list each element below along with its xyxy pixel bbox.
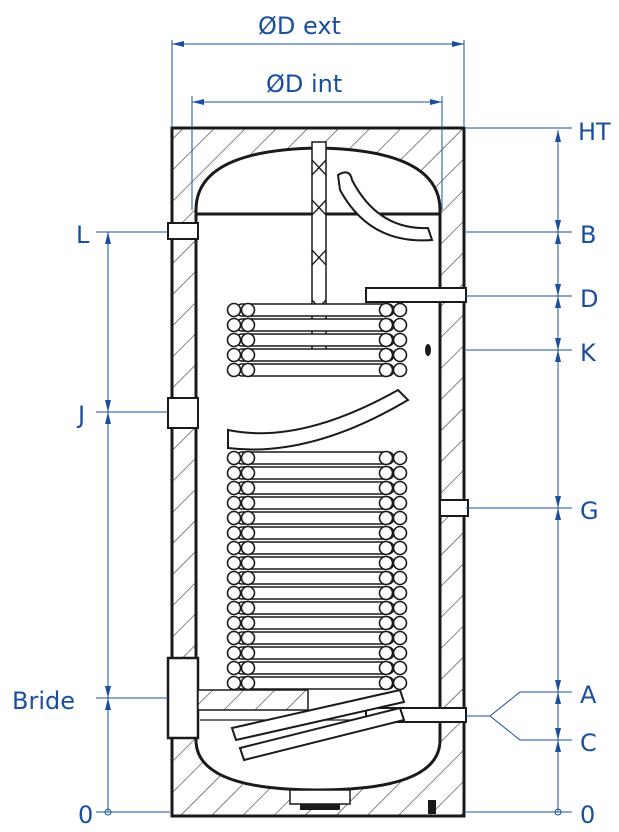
coil-winding <box>226 450 408 466</box>
coil-winding <box>226 362 408 378</box>
d-label: D <box>580 285 598 313</box>
zero-left-label: 0 <box>78 801 93 829</box>
flange <box>166 656 309 740</box>
coil-winding <box>226 585 408 601</box>
coil-winding <box>226 510 408 526</box>
coil-winding <box>226 600 408 616</box>
coil-winding <box>226 615 408 631</box>
dimension-lines <box>96 40 572 816</box>
coil-winding <box>226 540 408 556</box>
tank-feet <box>289 789 436 814</box>
inlet-curved-pipe <box>336 171 434 242</box>
upper-heat-exchanger-coil <box>226 302 408 378</box>
coil-winding <box>226 317 408 333</box>
lower-heat-exchanger-coil <box>226 450 408 691</box>
k-label: K <box>580 339 597 367</box>
a-label: A <box>580 681 597 709</box>
bride-label: Bride <box>12 687 75 715</box>
j-label: J <box>76 401 85 429</box>
coil-winding <box>226 630 408 646</box>
coil-winding <box>226 660 408 676</box>
coil-winding <box>226 675 408 691</box>
zero-right-label: 0 <box>580 801 595 829</box>
coil-winding <box>226 480 408 496</box>
b-label: B <box>580 221 596 249</box>
c-label: C <box>580 729 597 757</box>
coil-winding <box>226 347 408 363</box>
l-label: L <box>76 221 90 249</box>
ht-label: HT <box>578 118 611 146</box>
coil-transfer-tube <box>227 388 410 451</box>
coil-winding <box>226 555 408 571</box>
coil-winding <box>226 495 408 511</box>
d-int-label: ØD int <box>266 70 342 98</box>
g-label: G <box>580 497 599 525</box>
coil-winding <box>226 525 408 541</box>
connection-stubs <box>167 222 469 723</box>
coil-winding <box>226 465 408 481</box>
bottom-coil-tube <box>230 688 406 742</box>
coil-winding <box>226 570 408 586</box>
coil-winding <box>226 302 408 318</box>
coil-winding <box>226 645 408 661</box>
bottom-coil-tube-2 <box>238 706 406 762</box>
coil-winding <box>226 332 408 348</box>
d-ext-label: ØD ext <box>258 12 341 40</box>
